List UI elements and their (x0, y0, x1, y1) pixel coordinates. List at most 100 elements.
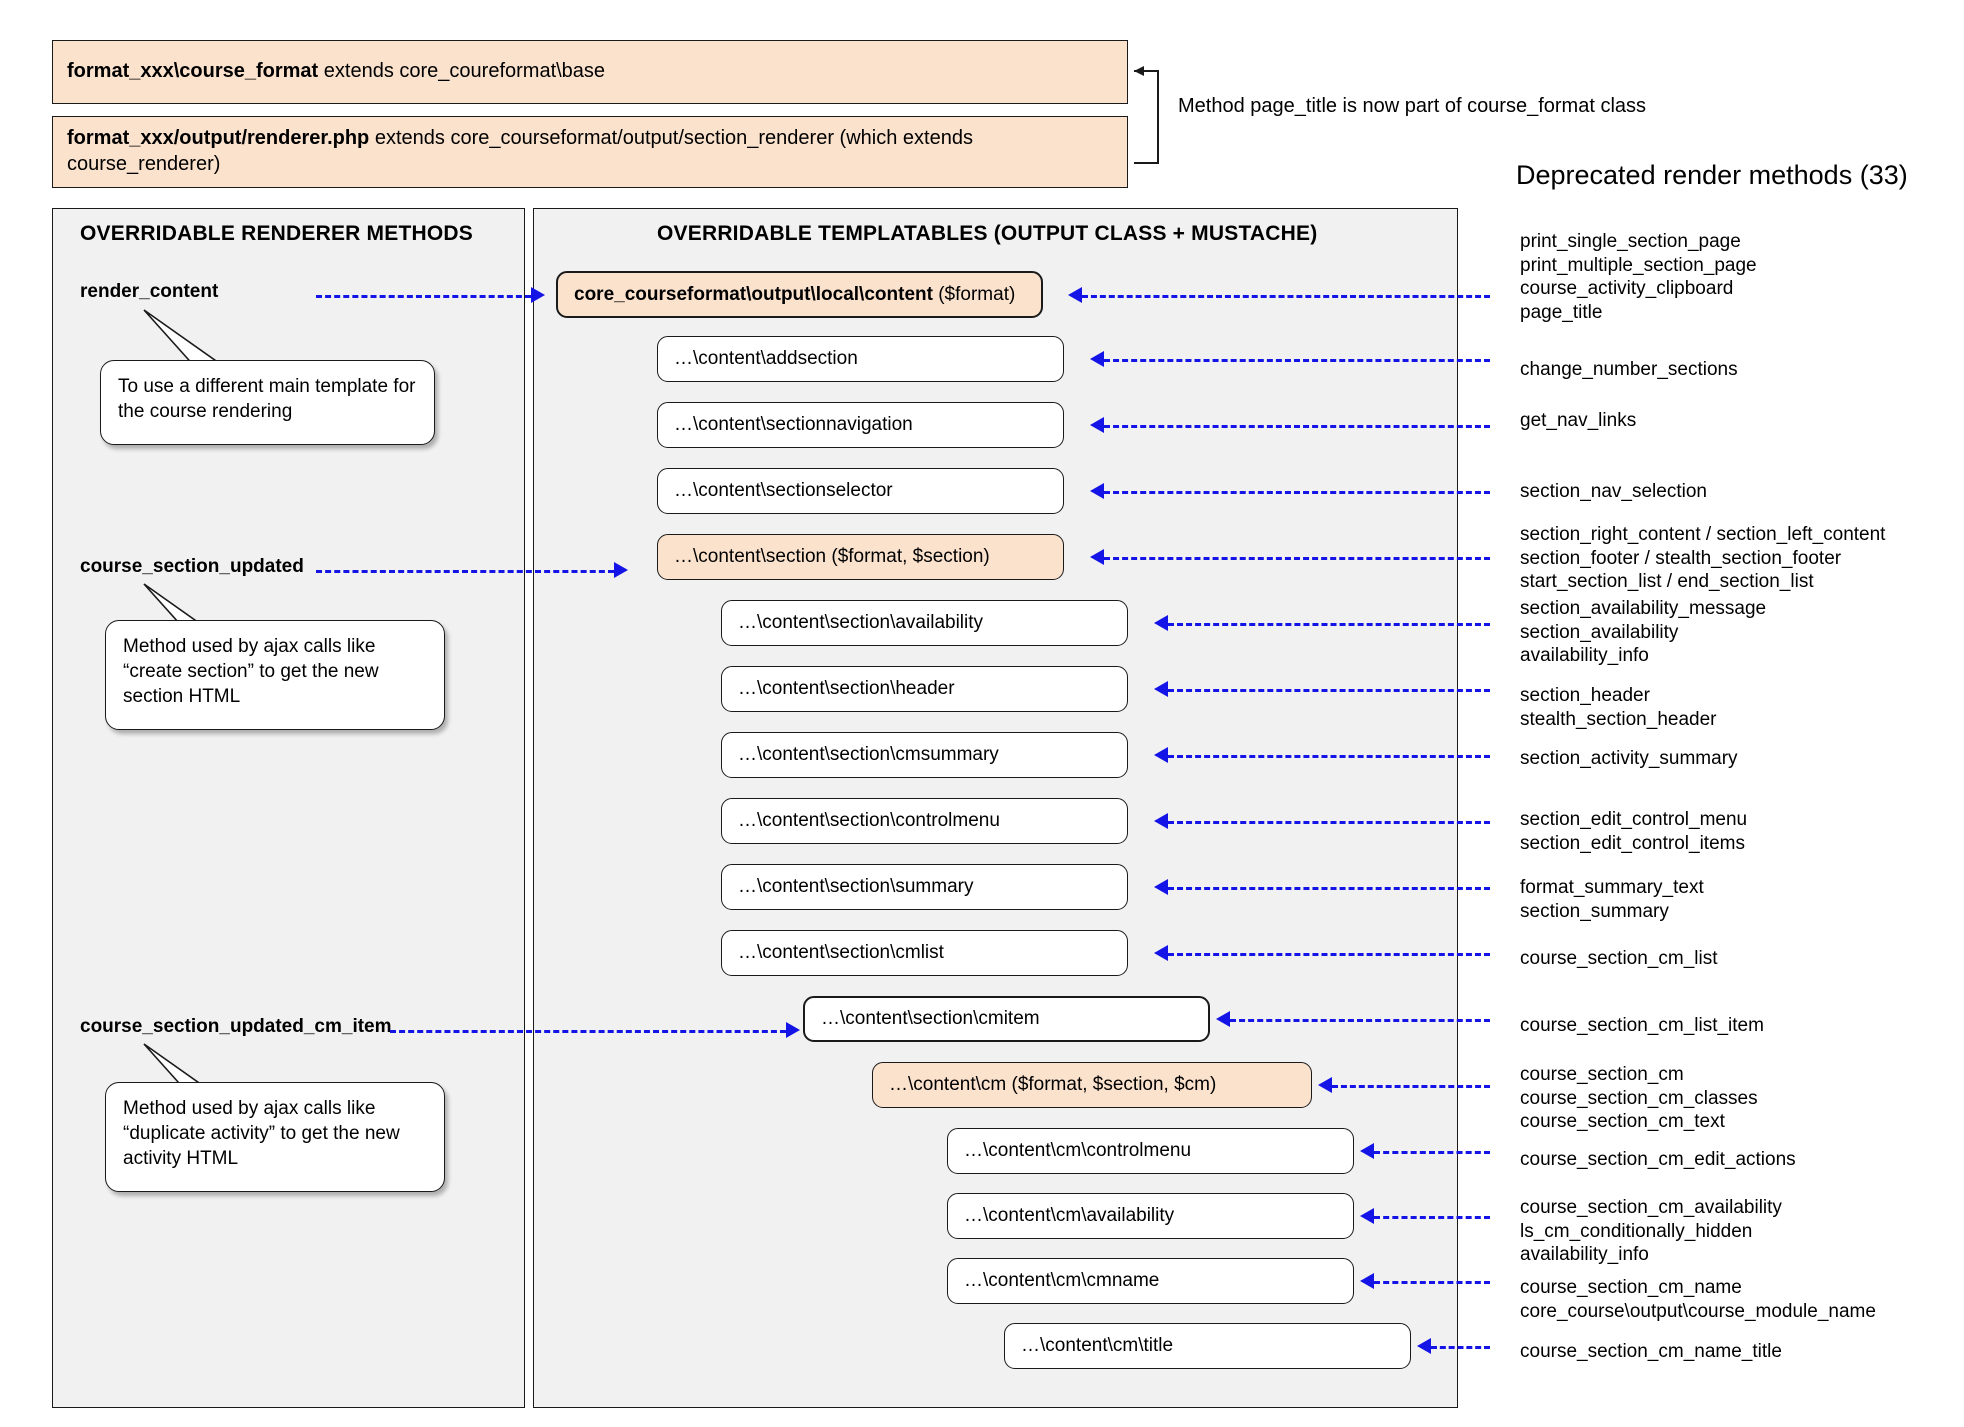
callout-line: activity HTML (123, 1148, 239, 1169)
arrowhead-course-section-cm-list (1154, 945, 1168, 961)
arrowhead-section-activity-summary (1154, 747, 1168, 763)
inheritance-connector (1128, 63, 1166, 171)
arrowhead-get-nav-links (1090, 417, 1104, 433)
templatable-cm-cmname[interactable]: …\content\cm\cmname (947, 1258, 1354, 1304)
arrowhead-section-availability-message (1154, 615, 1168, 631)
label-line: section_right_content / section_left_con… (1520, 524, 1886, 545)
templatable-addsection[interactable]: …\content\addsection (657, 336, 1064, 382)
label-group-course-section-cm-list: course_section_cm_list (1520, 947, 1717, 971)
templatable-section-controlmenu[interactable]: …\content\section\controlmenu (721, 798, 1128, 844)
method-course-section-updated-cm-item[interactable]: course_section_updated_cm_item (80, 1016, 392, 1037)
connector-course-section-updated (316, 570, 614, 573)
connector-course-section-cm-availability (1374, 1216, 1490, 1219)
callout-line: the course rendering (118, 401, 293, 422)
label-line: section_header (1520, 685, 1650, 706)
callout-line: “create section” to get the new (123, 661, 379, 682)
label-line: course_section_cm_name_title (1520, 1341, 1782, 1362)
arrowhead-course-section-cm-edit-actions (1360, 1143, 1374, 1159)
label-line: section_activity_summary (1520, 748, 1738, 769)
page-title-note: Method page_title is now part of course_… (1178, 95, 1647, 117)
label-group-course-section-cm-name-title: course_section_cm_name_title (1520, 1340, 1782, 1364)
templatable-section-cmlist[interactable]: …\content\section\cmlist (721, 930, 1128, 976)
label-line: course_section_cm (1520, 1064, 1684, 1085)
callout-course-section-updated: Method used by ajax calls like “create s… (105, 620, 445, 730)
arrowhead-section-edit-control-menu (1154, 813, 1168, 829)
templatable-label: …\content\section ($format, $section) (674, 546, 990, 567)
arrowhead-course-section-cm-list-item (1216, 1011, 1230, 1027)
label-line: print_single_section_page (1520, 231, 1741, 252)
templatable-section-summary[interactable]: …\content\section\summary (721, 864, 1128, 910)
label-line: course_section_cm_availability (1520, 1197, 1782, 1218)
templatable-label: …\content\section\header (738, 678, 955, 699)
connector-section-edit-control-menu (1168, 821, 1490, 824)
label-line: start_section_list / end_section_list (1520, 571, 1814, 592)
label-group-get-nav-links: get_nav_links (1520, 409, 1636, 433)
connector-section-nav-selection (1104, 491, 1490, 494)
label-line: change_number_sections (1520, 359, 1738, 380)
renderer-header-box: format_xxx/output/renderer.php extends c… (52, 116, 1128, 188)
connector-render-content (316, 295, 531, 298)
label-group-change-number-sections: change_number_sections (1520, 358, 1738, 382)
label-group-course-section-cm-list-item: course_section_cm_list_item (1520, 1014, 1764, 1038)
method-render-content[interactable]: render_content (80, 281, 219, 302)
label-line: course_activity_clipboard (1520, 278, 1734, 299)
label-group-course-section-cm-edit-actions: course_section_cm_edit_actions (1520, 1148, 1796, 1172)
connector-course-section-cm-name-title (1431, 1346, 1490, 1349)
callout-line: “duplicate activity” to get the new (123, 1123, 400, 1144)
templatable-label: …\content\section\availability (738, 612, 984, 633)
label-line: availability_info (1520, 645, 1649, 666)
label-line: section_edit_control_menu (1520, 809, 1748, 830)
connector-section-header (1168, 689, 1490, 692)
label-line: section_summary (1520, 900, 1669, 922)
arrowhead-render-content (531, 287, 545, 303)
arrowhead-format-summary-text (1154, 879, 1168, 895)
label-line: course_section_cm_list_item (1520, 1015, 1764, 1036)
templatable-section-cmsummary[interactable]: …\content\section\cmsummary (721, 732, 1128, 778)
connector-course-section-cm-name (1374, 1281, 1490, 1284)
templatable-section-header[interactable]: …\content\section\header (721, 666, 1128, 712)
templatable-cm-availability[interactable]: …\content\cm\availability (947, 1193, 1354, 1239)
label-group-section-edit-control-menu: section_edit_control_menu section_edit_c… (1520, 808, 1747, 855)
label-group-format-summary-text: format_summary_text section_summary (1520, 876, 1704, 923)
templatable-section[interactable]: …\content\section ($format, $section) (657, 534, 1064, 580)
templatable-section-cmitem[interactable]: …\content\section\cmitem (803, 996, 1210, 1042)
label-line: page_title (1520, 301, 1603, 323)
arrowhead-course-section-updated (614, 562, 628, 578)
connector-get-nav-links (1104, 425, 1490, 428)
label-line: section_edit_control_items (1520, 832, 1745, 854)
callout-course-section-updated-cm-item: Method used by ajax calls like “duplicat… (105, 1082, 445, 1192)
label-line: section_availability (1520, 621, 1679, 643)
connector-section-availability-message (1168, 623, 1490, 626)
templatable-rest: ($format) (932, 283, 1016, 305)
templatable-bold: core_courseformat\output\local\content (574, 283, 933, 305)
templatable-label: …\content\sectionnavigation (674, 414, 913, 435)
templatable-cm-controlmenu[interactable]: …\content\cm\controlmenu (947, 1128, 1354, 1174)
templatable-label: …\content\section\cmsummary (738, 744, 999, 765)
left-panel-title: OVERRIDABLE RENDERER METHODS (80, 222, 473, 245)
callout-line: To use a different main template for (118, 376, 416, 397)
templatable-label: …\content\section\cmlist (738, 942, 944, 963)
templatable-content[interactable]: core_courseformat\output\local\content (… (556, 271, 1043, 318)
method-course-section-updated[interactable]: course_section_updated (80, 556, 304, 577)
arrowhead-print-single-section-page (1068, 287, 1082, 303)
templatable-label: …\content\addsection (674, 348, 858, 369)
connector-section-right-content (1104, 557, 1490, 560)
templatable-cm[interactable]: …\content\cm ($format, $section, $cm) (872, 1062, 1312, 1108)
templatable-label: …\content\cm ($format, $section, $cm) (889, 1074, 1217, 1095)
label-group-section-header: section_header stealth_section_header (1520, 684, 1716, 731)
connector-section-activity-summary (1168, 755, 1490, 758)
templatable-label: …\content\cm\title (1021, 1335, 1174, 1356)
templatable-sectionnavigation[interactable]: …\content\sectionnavigation (657, 402, 1064, 448)
label-line: ls_cm_conditionally_hidden (1520, 1220, 1753, 1242)
callout-line: section HTML (123, 686, 241, 707)
connector-change-number-sections (1104, 359, 1490, 362)
templatable-cm-title[interactable]: …\content\cm\title (1004, 1323, 1411, 1369)
label-line: core_course\output\course_module_name (1520, 1300, 1876, 1322)
templatable-label: …\content\cm\controlmenu (964, 1140, 1192, 1161)
templatable-section-availability[interactable]: …\content\section\availability (721, 600, 1128, 646)
templatable-label: …\content\cm\availability (964, 1205, 1175, 1226)
connector-print-single-section-page (1082, 295, 1490, 298)
templatable-sectionselector[interactable]: …\content\sectionselector (657, 468, 1064, 514)
templatable-label: …\content\sectionselector (674, 480, 893, 501)
